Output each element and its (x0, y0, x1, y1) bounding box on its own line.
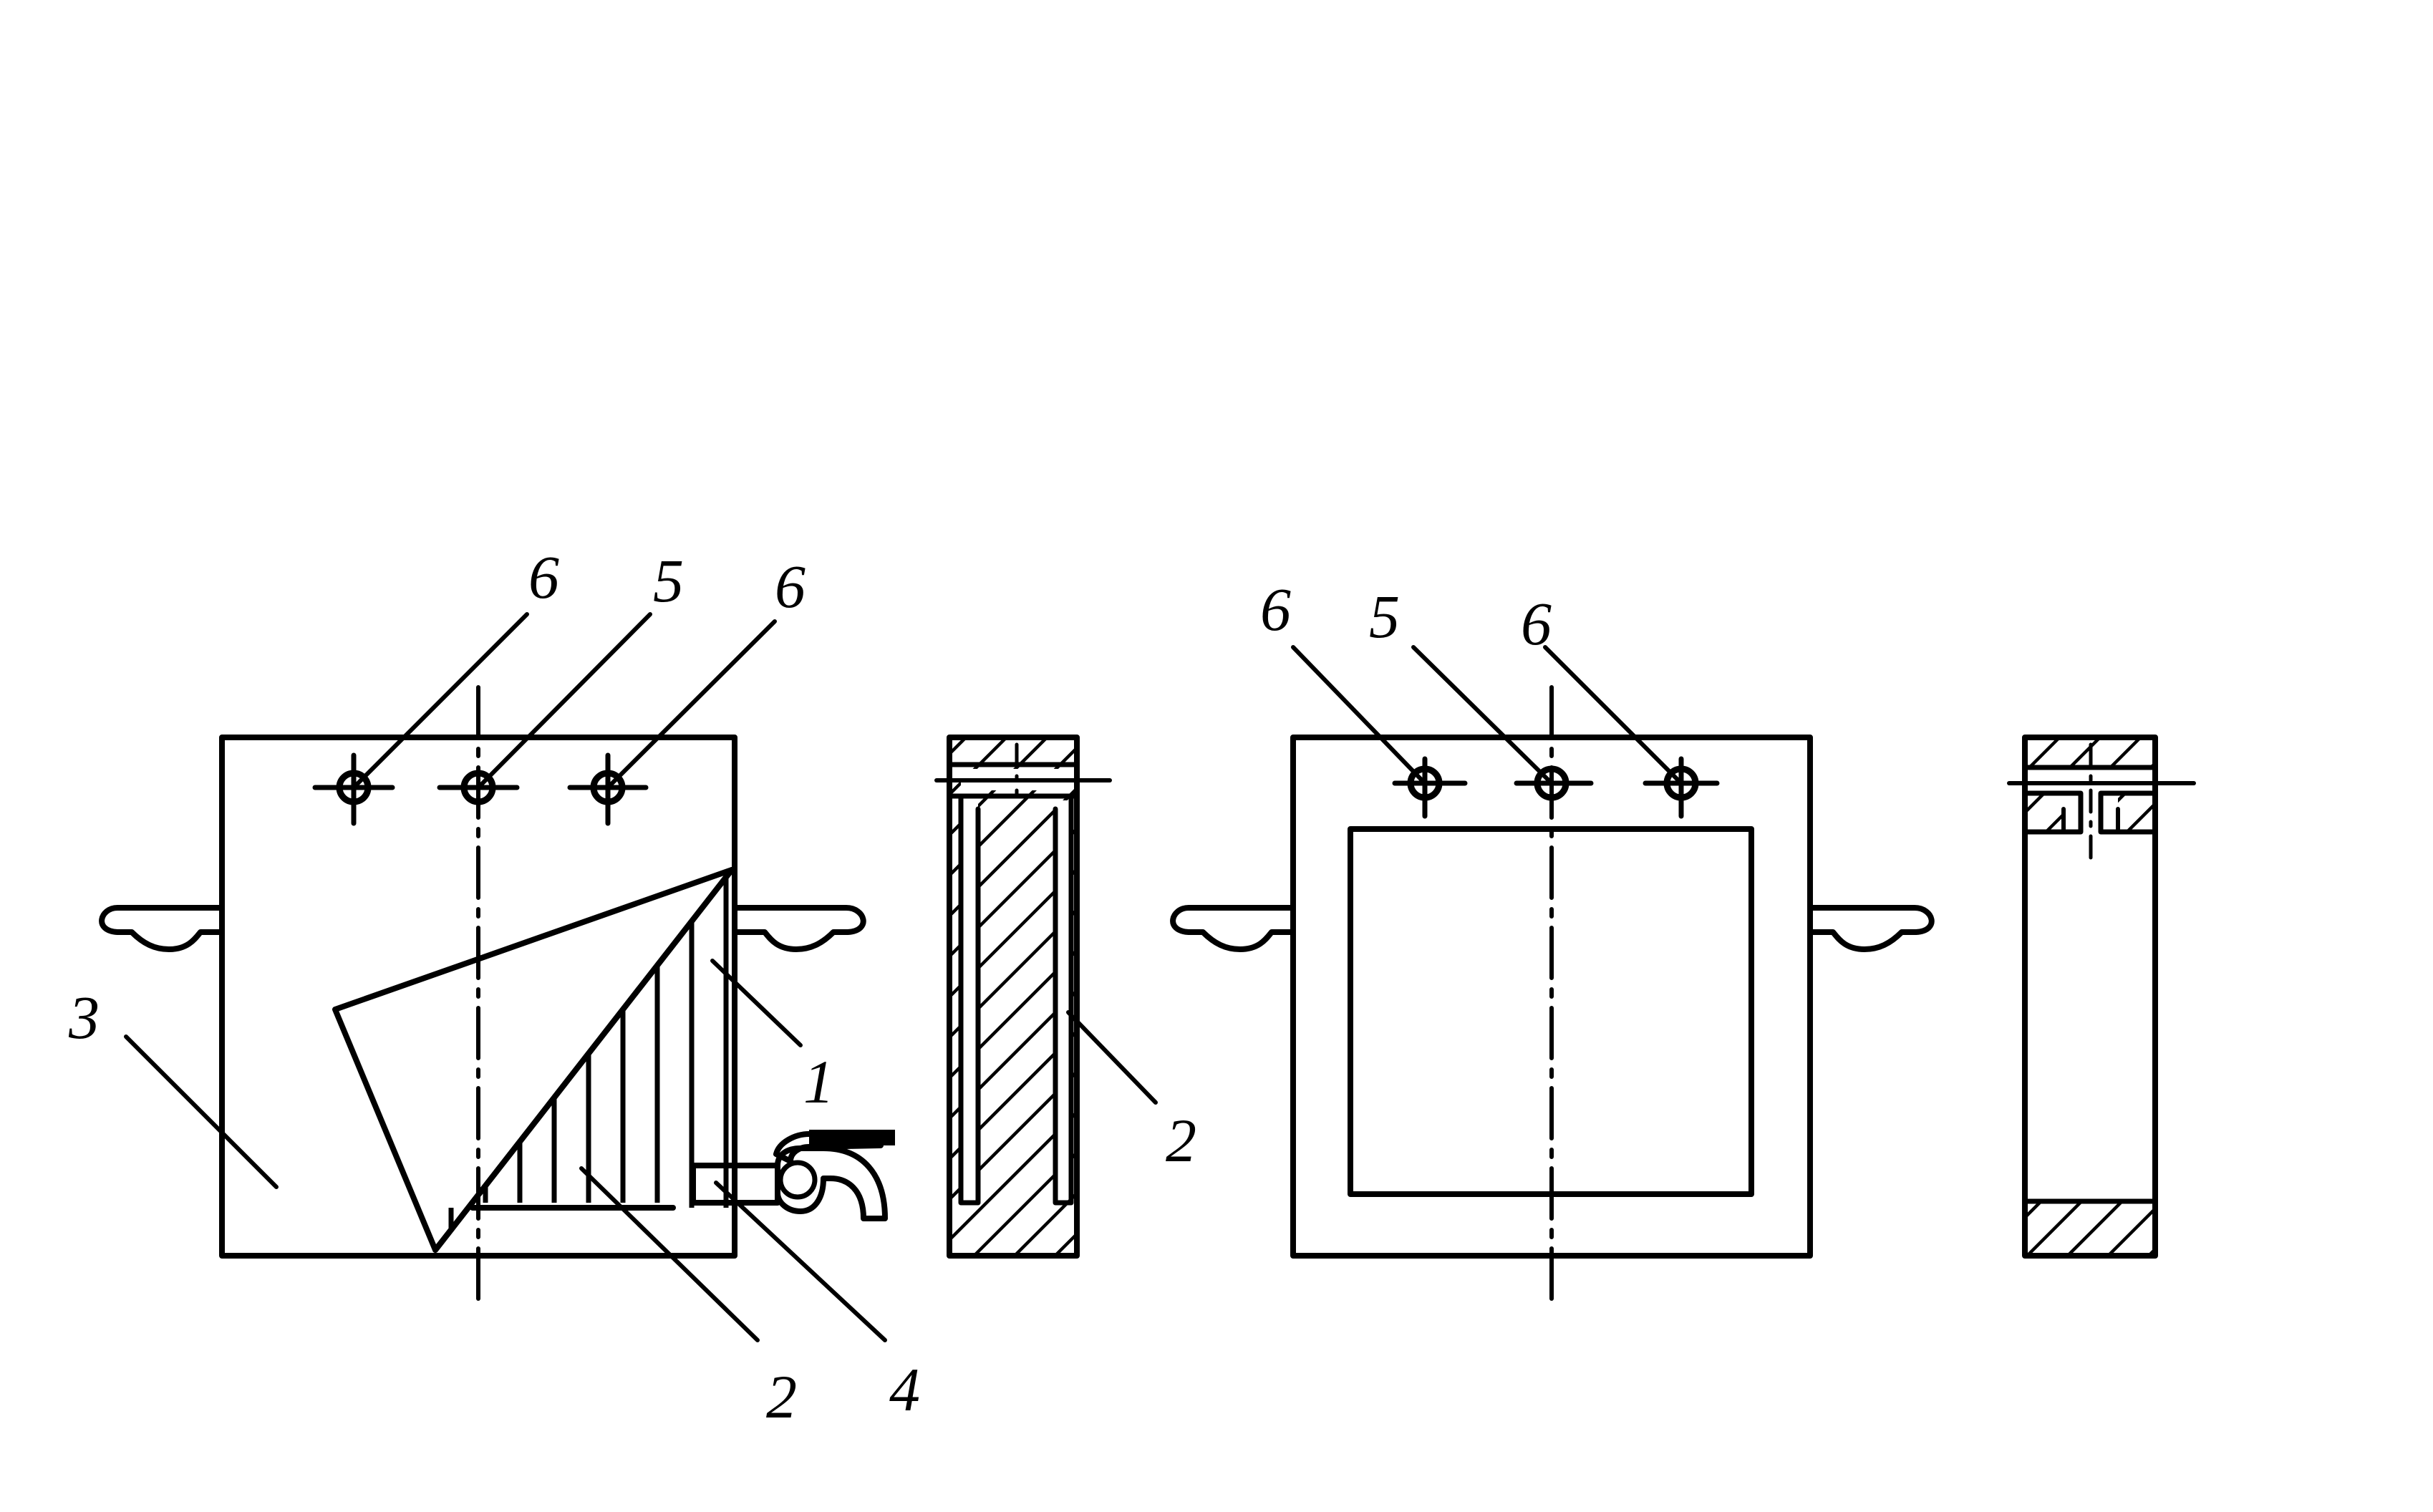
frame-channel-hole-6a-icon (1392, 756, 1468, 819)
frame-right-handle-icon (1807, 905, 1935, 952)
frame-leader-6a (1291, 645, 1426, 784)
frame-label-6b: 6 (1521, 589, 1552, 658)
label-6b: 6 (775, 552, 806, 621)
filter-plate-front-view: 6 5 6 1 3 2 4 (68, 543, 920, 1431)
label-5: 5 (653, 546, 684, 615)
leader-section-a-2 (1066, 1010, 1158, 1105)
plate-cross-section: 2 (934, 735, 1196, 1259)
frame-label-5: 5 (1369, 582, 1400, 651)
right-handle-icon (732, 905, 866, 952)
left-handle-icon (99, 905, 225, 952)
frame-leader-5 (1411, 645, 1552, 784)
leader-1 (710, 959, 803, 1047)
outlet-tap-icon (690, 1130, 895, 1221)
frame-channel-hole-5-icon (1514, 765, 1594, 801)
leader-6a (353, 612, 529, 788)
label-3: 3 (68, 983, 100, 1052)
folded-filter-sheet (332, 867, 735, 1253)
frame-cross-section (2007, 735, 2196, 1259)
label-4: 4 (889, 1355, 920, 1424)
channel-hole-6b-icon (567, 752, 649, 826)
frame-channel-hole-6b-icon (1643, 756, 1720, 819)
leader-3 (124, 1034, 279, 1189)
leader-4 (714, 1181, 887, 1342)
filter-frame-front-view: 6 5 6 (1170, 575, 1935, 1302)
leader-6b (607, 619, 777, 788)
frame-label-6a: 6 (1260, 575, 1291, 644)
frame-left-handle-icon (1170, 905, 1296, 952)
leader-2 (579, 1166, 760, 1342)
leader-5 (478, 612, 652, 788)
label-section-a-2: 2 (1166, 1106, 1196, 1175)
frame-leader-6b (1543, 645, 1682, 784)
label-1: 1 (803, 1047, 834, 1116)
channel-hole-6a-icon (312, 752, 395, 826)
label-6a: 6 (528, 543, 559, 611)
label-2: 2 (766, 1362, 797, 1431)
